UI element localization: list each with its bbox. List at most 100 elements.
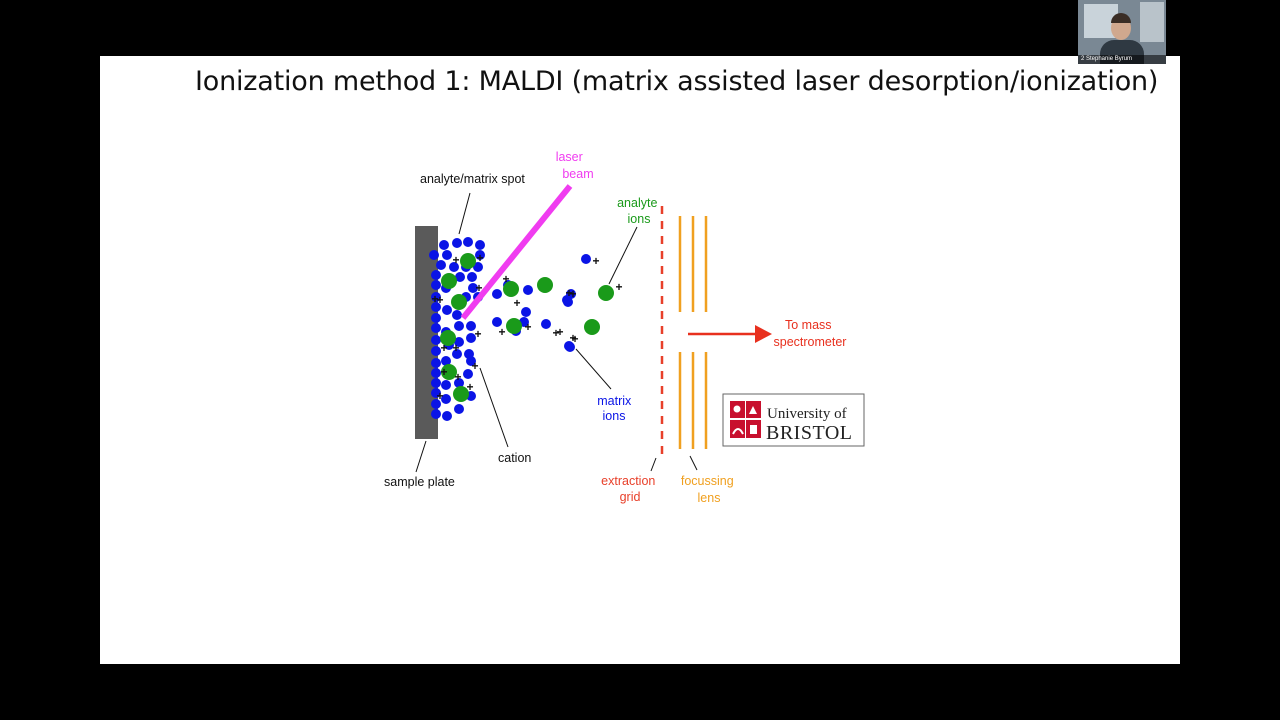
bristol-crest-icon — [730, 401, 761, 438]
label-analyte-ions: analyte ions — [617, 196, 661, 226]
laser-beam — [460, 184, 573, 320]
matrix-particle — [431, 388, 441, 398]
logo-line-2: BRISTOL — [766, 422, 852, 444]
matrix-particle — [441, 356, 451, 366]
matrix-particle — [466, 333, 476, 343]
participant-name: 2 Stephanie Byrum — [1078, 55, 1166, 64]
analyte-particle — [440, 330, 456, 346]
matrix-particle — [454, 337, 464, 347]
analyte-particle — [584, 319, 600, 335]
pointer-matrix-ions — [575, 348, 612, 390]
positive-charge-sign: + — [498, 325, 505, 339]
positive-charge-sign: + — [452, 253, 459, 267]
pointer-sample-plate — [415, 440, 427, 473]
background-shelf — [1140, 2, 1164, 42]
positive-charge-sign: + — [475, 281, 482, 295]
matrix-particle — [463, 369, 473, 379]
positive-charge-sign: + — [474, 327, 481, 341]
positive-charge-sign: + — [552, 326, 559, 340]
positive-charge-sign: + — [471, 359, 478, 373]
matrix-particle — [442, 305, 452, 315]
matrix-particle — [431, 346, 441, 356]
matrix-particle — [452, 349, 462, 359]
participant-hair — [1111, 13, 1131, 23]
analyte-particle — [503, 281, 519, 297]
matrix-particle — [431, 409, 441, 419]
matrix-particle — [475, 240, 485, 250]
positive-charge-sign: + — [431, 292, 438, 306]
label-to-mass-spectrometer: To mass spectrometer — [774, 318, 847, 349]
matrix-particle — [473, 262, 483, 272]
matrix-particle — [523, 285, 533, 295]
matrix-particle — [431, 335, 441, 345]
matrix-particle — [431, 378, 441, 388]
pointer-analyte-matrix-spot — [458, 192, 471, 235]
matrix-particle — [441, 394, 451, 404]
matrix-particle — [442, 250, 452, 260]
positive-charge-sign: + — [513, 296, 520, 310]
maldi-diagram: +++++++++++++++++++++++++ — [384, 150, 865, 505]
matrix-particle — [541, 319, 551, 329]
matrix-particle — [439, 240, 449, 250]
matrix-particle — [475, 250, 485, 260]
label-laser-beam: laser beam — [556, 150, 594, 181]
matrix-particle — [463, 237, 473, 247]
positive-charge-sign: + — [615, 280, 622, 294]
positive-charge-sign: + — [440, 341, 447, 355]
analyte-particle — [441, 273, 457, 289]
matrix-particle — [492, 289, 502, 299]
pointer-focussing-lens — [689, 455, 698, 471]
focussing-lens — [678, 216, 708, 449]
positive-charge-sign: + — [436, 389, 443, 403]
positive-charge-sign: + — [440, 365, 447, 379]
positive-charge-sign: + — [466, 380, 473, 394]
matrix-particle — [468, 283, 478, 293]
matrix-particle — [454, 378, 464, 388]
label-matrix-ions: matrix ions — [597, 394, 635, 423]
matrix-particle — [466, 321, 476, 331]
matrix-particle — [452, 310, 462, 320]
positive-charge-sign: + — [454, 370, 461, 384]
positive-charge-sign: + — [436, 293, 443, 307]
pointer-analyte-ions — [608, 226, 638, 285]
analyte-particle — [451, 294, 467, 310]
pointer-cation — [479, 367, 509, 448]
matrix-particle — [442, 411, 452, 421]
label-sample-plate: sample plate — [384, 475, 455, 489]
matrix-particle — [431, 399, 441, 409]
positive-charge-sign: + — [592, 254, 599, 268]
matrix-particle — [449, 262, 459, 272]
analyte-particle — [460, 253, 476, 269]
matrix-particle — [454, 404, 464, 414]
matrix-particle — [563, 297, 573, 307]
pointer-extraction-grid — [650, 457, 657, 472]
analyte-particle — [598, 285, 614, 301]
matrix-particle — [454, 321, 464, 331]
positive-charge-sign: + — [502, 272, 509, 286]
analyte-particle — [441, 364, 457, 380]
positive-charge-sign: + — [452, 341, 459, 355]
matrix-particle — [431, 368, 441, 378]
positive-charge-sign: + — [476, 251, 483, 265]
matrix-particle — [466, 356, 476, 366]
matrix-particle — [431, 292, 441, 302]
participant-video-thumbnail[interactable]: 2 Stephanie Byrum — [1078, 0, 1166, 64]
label-extraction-grid: extraction grid — [601, 474, 659, 504]
logo-line-1: University of — [767, 406, 847, 422]
positive-charge-sign: + — [556, 325, 563, 339]
positive-charge-sign: + — [569, 287, 576, 301]
matrix-particle — [436, 260, 446, 270]
matrix-particle — [431, 313, 441, 323]
matrix-particle — [431, 280, 441, 290]
matrix-particle — [431, 358, 441, 368]
analyte-particle — [537, 277, 553, 293]
matrix-particle — [452, 238, 462, 248]
matrix-particle — [565, 342, 575, 352]
analyte-particle — [506, 318, 522, 334]
analyte-matrix-spot-particles: +++++++++++++++++++++++++ — [429, 237, 623, 421]
matrix-particle — [431, 302, 441, 312]
slide: Ionization method 1: MALDI (matrix assis… — [100, 56, 1180, 664]
matrix-particle — [431, 270, 441, 280]
matrix-particle — [581, 254, 591, 264]
positive-charge-sign: + — [571, 332, 578, 346]
